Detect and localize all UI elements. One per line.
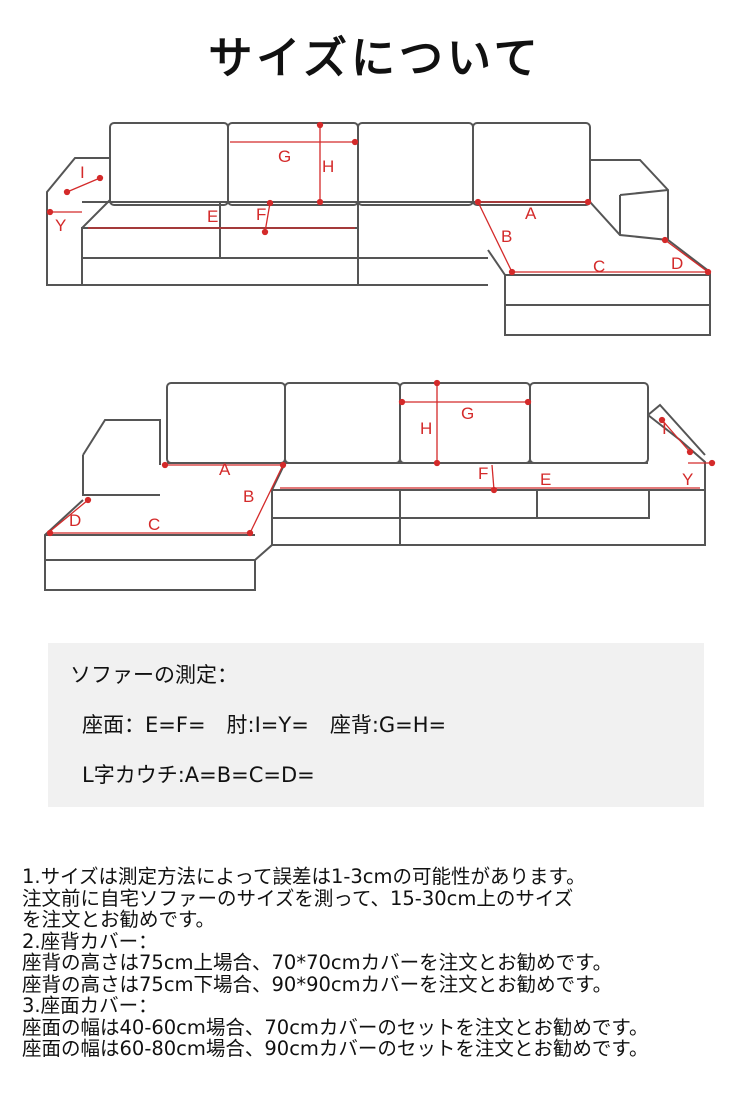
label-b: B [501, 227, 512, 246]
measure-heading: ソファーの測定： [70, 663, 238, 687]
label-g: G [278, 147, 291, 166]
label-g: G [461, 404, 474, 423]
label-d: D [69, 511, 81, 530]
label-e: E [207, 207, 218, 226]
label-h: H [420, 419, 432, 438]
measure-line-chaise: L字カウチ:A=B=C=D= [82, 763, 315, 787]
label-a: A [525, 204, 537, 223]
label-a: A [219, 460, 231, 479]
note-line: 座面の幅は40-60cm場合、70cmカバーのセットを注文とお勧めです。 [22, 1015, 649, 1039]
label-h: H [322, 157, 334, 176]
notes: 1.サイズは測定方法によって誤差は1-3cmの可能性があります。注文前に自宅ソフ… [22, 866, 648, 1060]
note-line: を注文とお勧めです。 [22, 908, 216, 931]
label-y: Y [55, 216, 66, 235]
note-line: 注文前に自宅ソファーのサイズを測って、15-30cm上のサイズ [22, 886, 574, 910]
label-e: E [540, 470, 551, 489]
note-line: 3.座面カバー： [22, 994, 158, 1017]
note-line: 座面の幅は60-80cm場合、90cmカバーのセットを注文とお勧めです。 [22, 1037, 649, 1060]
label-b: B [243, 487, 254, 506]
label-d: D [671, 254, 683, 273]
label-f: F [478, 464, 488, 483]
sofa-diagram-bottom: A B C D H G F E I Y [44, 379, 716, 591]
sofa-diagram-top: I Y E F G H A B C D [46, 121, 712, 336]
note-line: 座背の高さは75cm下場合、90*90cmカバーを注文とお勧めです。 [22, 972, 613, 996]
note-line: 2.座背カバー： [22, 929, 158, 953]
label-i: I [662, 419, 667, 438]
page-title: サイズについて [208, 33, 542, 84]
measurement-box: ソファーの測定： 座面：E=F= 肘:I=Y= 座背:G=H= L字カウチ:A=… [48, 643, 704, 807]
label-c: C [148, 515, 160, 534]
label-f: F [256, 205, 266, 224]
measure-line-seat-arm-back: 座面：E=F= 肘:I=Y= 座背:G=H= [82, 713, 447, 737]
label-y: Y [682, 470, 693, 489]
note-line: 1.サイズは測定方法によって誤差は1-3cmの可能性があります。 [22, 865, 586, 888]
label-c: C [593, 257, 605, 276]
label-i: I [80, 163, 85, 182]
note-line: 座背の高さは75cm上場合、70*70cmカバーを注文とお勧めです。 [22, 951, 613, 974]
